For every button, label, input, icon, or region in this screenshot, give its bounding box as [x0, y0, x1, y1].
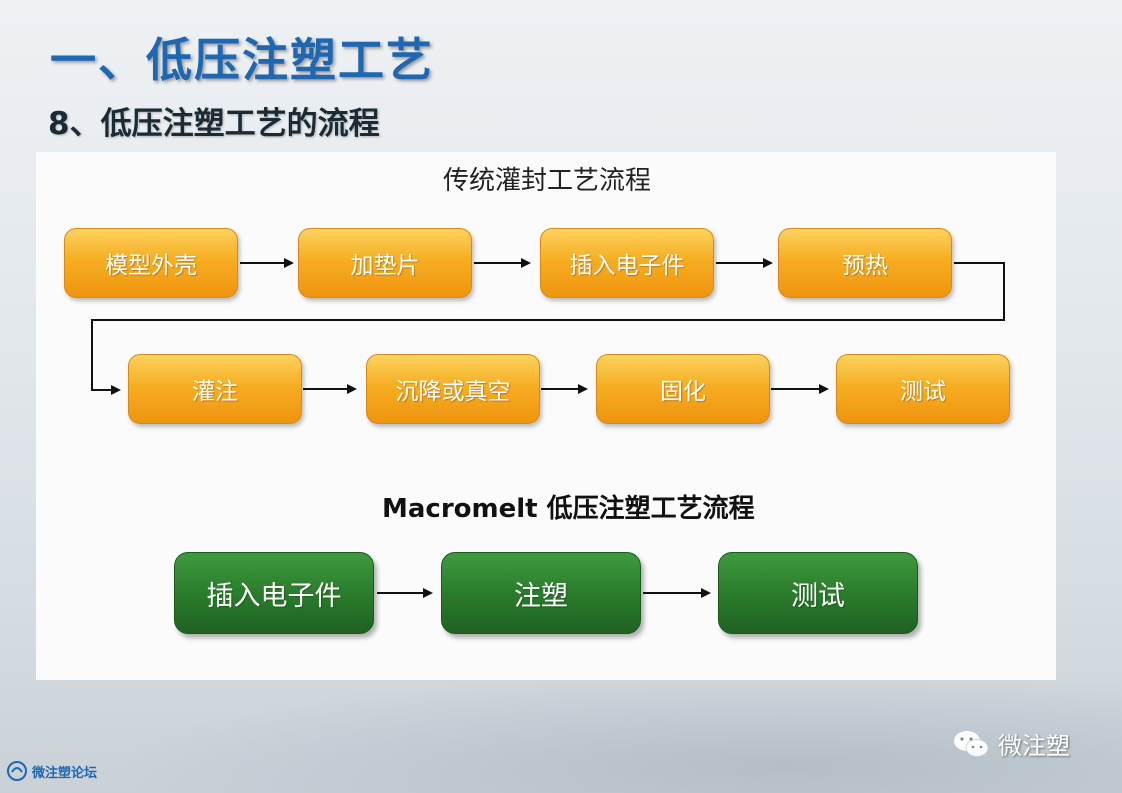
step-pour: 灌注 — [128, 354, 302, 424]
forum-logo: 微注塑论坛 — [6, 760, 97, 782]
forum-logo-text: 微注塑论坛 — [32, 765, 98, 781]
step-cure: 固化 — [596, 354, 770, 424]
wechat-icon — [954, 730, 989, 757]
slide-subtitle: 8、低压注塑工艺的流程 — [48, 106, 380, 142]
step-add-shim: 加垫片 — [298, 228, 472, 298]
step-test: 测试 — [836, 354, 1010, 424]
flow-diagram-panel: 传统灌封工艺流程 模型外壳 加垫片 插入电子件 预热 灌注 沉降或真空 固化 测… — [36, 152, 1056, 680]
arrow-wrap — [91, 262, 1005, 395]
step-green-test: 测试 — [718, 552, 918, 634]
step-settle-or-vacuum: 沉降或真空 — [366, 354, 540, 424]
step-preheat: 预热 — [778, 228, 952, 298]
step-mold-shell: 模型外壳 — [64, 228, 238, 298]
traditional-flow-heading: 传统灌封工艺流程 — [443, 166, 652, 196]
macromelt-flow-heading: Macromelt 低压注塑工艺流程 — [382, 494, 755, 524]
wechat-watermark: 微注塑 — [952, 726, 1070, 761]
step-green-injection: 注塑 — [441, 552, 641, 634]
flow-connectors — [91, 258, 1005, 598]
forum-logo-icon — [7, 761, 27, 781]
wechat-text: 微注塑 — [998, 732, 1070, 760]
slide-title: 一、低压注塑工艺 — [50, 33, 434, 87]
step-insert-electronics: 插入电子件 — [540, 228, 714, 298]
step-green-insert-electronics: 插入电子件 — [174, 552, 374, 634]
